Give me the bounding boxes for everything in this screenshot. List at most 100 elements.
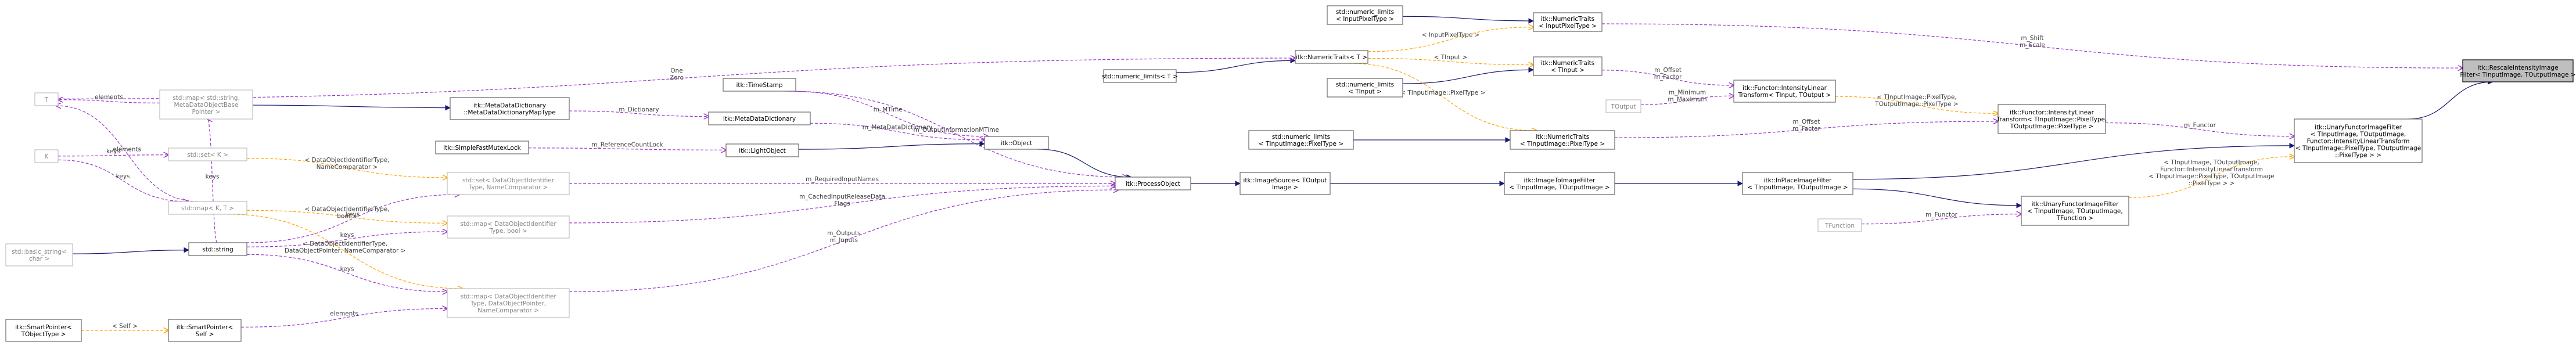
class-node-unaryFunctorT[interactable]: itk::UnaryFunctorImageFilter< TInputImag… (2021, 196, 2129, 226)
class-node-tfunction: TFunction (1817, 218, 1862, 232)
edge-line (246, 195, 459, 243)
edge-line (1861, 214, 2021, 225)
edge-label: elements (330, 310, 358, 317)
class-name: std::numeric_limits (1336, 81, 1394, 88)
edge-tmpl-setK-to-setDOI: < DataObjectIdentifierType,NameComparato… (246, 157, 447, 178)
class-node-timeStamp[interactable]: itk::TimeStamp (723, 78, 796, 92)
edge-use-setDOI-to-processObject: m_RequiredInputNames (569, 176, 1115, 183)
class-name: < TInputImage::PixelType, TOutputImage (2295, 145, 2421, 152)
class-node-imageSource[interactable]: itk::ImageSource< TOutputImage > (1240, 172, 1331, 195)
class-node-processObject[interactable]: itk::ProcessObject (1115, 177, 1191, 190)
class-node-nlInput[interactable]: std::numeric_limits< InputPixelType > (1327, 5, 1403, 25)
class-node-ntT[interactable]: itk::NumericTraits< T > (1295, 50, 1368, 64)
class-node-spSelf[interactable]: itk::SmartPointer<Self > (168, 319, 242, 342)
class-node-lightObject[interactable]: itk::LightObject (725, 143, 799, 157)
class-name: Functor::IntensityLinearTransform (2307, 138, 2410, 145)
edge-tmpl-spTOOT-to-spSelf: < Self > (81, 323, 168, 330)
edge-label: TOutputImage::PixelType > (1874, 101, 1958, 108)
class-name: Transform< TInputImage::PixelType, (1996, 116, 2107, 123)
edge-line (58, 58, 1295, 99)
edge-label: DataObjectPointer, NameComparator > (285, 247, 406, 254)
class-name: Type, NameComparator > (468, 184, 548, 191)
class-box (435, 141, 529, 154)
class-node-nlTInput[interactable]: std::numeric_limits< TInput > (1327, 78, 1403, 98)
edge-label: < TInputImage, TOutputImage, (2164, 159, 2259, 166)
edge-label: < TInput > (1434, 54, 1468, 61)
class-name: TObjectType > (21, 331, 66, 338)
class-node-ilt[interactable]: itk::Functor::IntensityLinearTransform< … (1733, 80, 1836, 103)
edge-use-timeStamp-to-object: m_MTime (788, 91, 988, 136)
edge-line (240, 308, 447, 327)
class-box (1327, 5, 1403, 25)
class-name: std::map< DataObjectIdentifier (460, 221, 556, 228)
class-box (1605, 99, 1641, 113)
edge-line (1402, 16, 1534, 24)
class-name: itk::MetaDataDictionary (473, 102, 546, 109)
class-node-iltSpec[interactable]: itk::Functor::IntensityLinearTransform< … (1996, 104, 2107, 134)
class-name: TOutput (1611, 103, 1636, 110)
class-node-ntInputT[interactable]: itk::NumericTraits< TInput > (1533, 56, 1603, 76)
edge-label: elements (113, 146, 141, 153)
class-box (447, 215, 570, 239)
edge-line (246, 254, 447, 291)
class-node-nlT[interactable]: std::numeric_limits< T > (1102, 69, 1178, 83)
class-name: itk::Object (1001, 140, 1032, 147)
class-name: T (44, 96, 49, 103)
class-name: Filter< TInputImage, TOutputImage > (2460, 71, 2575, 78)
edge-label: m_Scale (2020, 42, 2045, 49)
edge-label: keys (346, 211, 360, 218)
edge-tmpl-ntT-to-ntPixel: < TInputImage::PixelType > (1349, 63, 1536, 131)
class-name: Transform< TInput, TOutput > (1738, 92, 1831, 99)
class-node-imageToImage[interactable]: itk::ImageToImageFilter< TInputImage, TO… (1504, 172, 1615, 195)
class-node-ntInput[interactable]: itk::NumericTraits< InputPixelType > (1533, 12, 1603, 32)
edge-line (246, 232, 447, 247)
class-node-inPlace[interactable]: itk::InPlaceImageFilter< TInputImage, TO… (1742, 172, 1853, 195)
class-node-unaryFunctorFilter[interactable]: itk::UnaryFunctorImageFilter< TInputImag… (2294, 118, 2423, 163)
class-node-setK: std::set< K > (168, 147, 247, 161)
class-node-mapMeta[interactable]: itk::MetaDataDictionary::MetaDataDiction… (450, 97, 570, 120)
class-name: itk::NumericTraits (1541, 60, 1595, 67)
edge-line (1349, 63, 1536, 131)
class-name: itk::UnaryFunctorImageFilter (2032, 201, 2119, 208)
edge-tmpl-unaryFunctorT-to-unaryFunctorFilter: < TInputImage, TOutputImage,Functor::Int… (2128, 157, 2294, 198)
class-node-mdd[interactable]: itk::MetaDataDictionary (708, 111, 811, 125)
class-node-object[interactable]: itk::Object (984, 136, 1049, 150)
class-name: std::set< K > (187, 152, 228, 159)
class-box (447, 172, 570, 195)
class-name: < TInputImage, TOutputImage, (2027, 208, 2122, 215)
edge-label: m_MetaDataDictionary (863, 124, 932, 131)
class-node-nlPixel[interactable]: std::numeric_limits< TInputImage::PixelT… (1248, 130, 1354, 150)
class-box (168, 319, 242, 342)
class-box (2462, 59, 2574, 82)
class-box (2021, 196, 2129, 226)
edge-label: keys (340, 232, 354, 239)
edge-label: keys (340, 265, 354, 272)
class-box (168, 201, 247, 215)
edge-use-string-to-mapDOIptr: keys (246, 254, 447, 291)
class-node-mapDOIptr: std::map< DataObjectIdentifierType, Data… (447, 288, 570, 318)
edge-use-K-to-mapKT: keys (58, 159, 188, 201)
class-name: Type, bool > (488, 228, 527, 235)
class-node-ntPixel[interactable]: itk::NumericTraits< TInputImage::PixelTy… (1510, 130, 1615, 150)
edge-line (528, 148, 726, 150)
edge-use-spSelf-to-mapDOIptr: elements (240, 308, 447, 327)
edge-line (569, 186, 1115, 224)
class-node-string[interactable]: std::string (188, 242, 247, 256)
edge-label: m_Shift (2021, 35, 2043, 42)
edge-tmpl-ilt-to-iltSpec: < TInputImage::PixelType,TOutputImage::P… (1835, 94, 1998, 114)
edge-line (1367, 27, 1533, 52)
class-name: < InputPixelType > (1539, 23, 1597, 30)
class-name: std::basic_string< (12, 249, 67, 255)
edge-inh-inPlace-to-unaryFunctorFilter (1852, 143, 2295, 180)
edge-line (788, 91, 988, 136)
class-name: std::numeric_limits< T > (1102, 73, 1178, 80)
class-name: std::numeric_limits (1336, 9, 1394, 16)
edge-tmpl-mapKT-to-mapDOIbool: < DataObjectIdentifierType,bool > (246, 206, 447, 223)
class-node-spTOOT[interactable]: itk::SmartPointer<TObjectType > (5, 319, 82, 342)
edge-line (2408, 79, 2494, 120)
class-node-sfml[interactable]: itk::SimpleFastMutexLock (435, 141, 529, 154)
